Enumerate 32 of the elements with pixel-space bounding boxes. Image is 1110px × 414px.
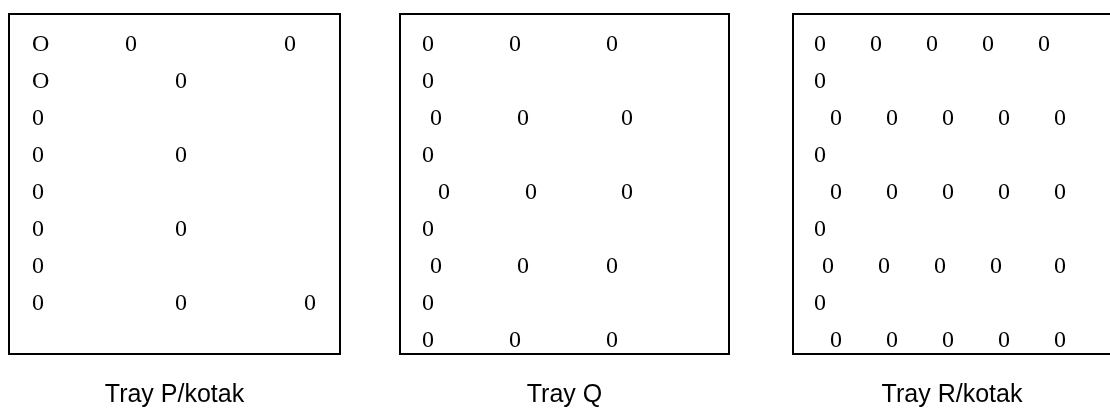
seedling-row-text: 0 [814, 215, 827, 241]
seedling-row-text: O 0 [32, 67, 188, 93]
seedling-row-text: 0 [32, 178, 45, 204]
seedling-tray [792, 13, 1110, 355]
seedling-row-text: 0 [422, 141, 435, 167]
seedling-row-text: 0 [422, 67, 435, 93]
seedling-row-text: 0 0 0 0 0 [814, 30, 1051, 56]
seedling-row-text: 0 0 [32, 141, 188, 167]
seedling-row-text: 0 0 0 [422, 30, 619, 56]
seedling-row-text: 0 [422, 215, 435, 241]
seedling-tray [8, 13, 341, 355]
seedling-row-text: 0 0 0 [422, 326, 619, 352]
seedling-row-text: 0 0 0 [32, 289, 317, 315]
seedling-row-text: 0 0 0 0 0 [830, 326, 1067, 352]
seedling-row-text: 0 0 0 0 0 [830, 104, 1067, 130]
seedling-row-text: O 0 0 [32, 30, 297, 56]
seedling-row-text: 0 0 0 [438, 178, 634, 204]
seedling-row-text: 0 [32, 104, 45, 130]
seedling-row-text: 0 0 0 0 0 [830, 178, 1067, 204]
tray-caption: Tray Q [526, 378, 603, 408]
seedling-row-text: 0 0 0 [430, 252, 619, 278]
seedling-row-text: 0 0 0 [430, 104, 634, 130]
seedling-row-text: 0 [422, 289, 435, 315]
seedling-tray [399, 13, 730, 355]
seedling-row-text: 0 [32, 252, 45, 278]
seedling-row-text: 0 [814, 289, 827, 315]
seedling-row-text: 0 0 [32, 215, 188, 241]
seedling-row-text: 0 [814, 67, 827, 93]
tray-caption: Tray P/kotak [104, 378, 245, 408]
tray-caption: Tray R/kotak [881, 378, 1023, 408]
seedling-row-text: 0 [814, 141, 827, 167]
seedling-row-text: 0 0 0 0 0 [822, 252, 1067, 278]
